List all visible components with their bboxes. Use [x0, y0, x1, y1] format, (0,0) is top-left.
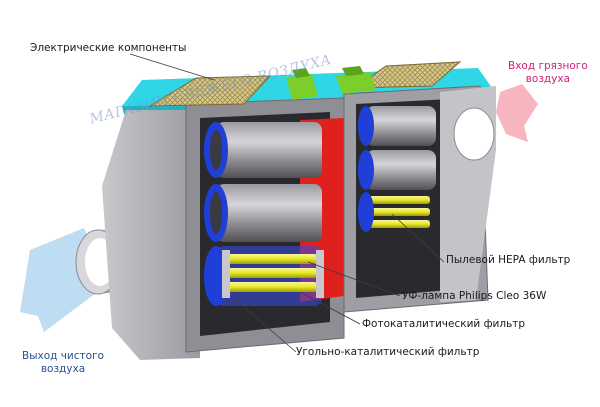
label-hepa-filter: Пылевой HEPA фильтр	[446, 254, 571, 266]
left-uv-assembly	[204, 246, 324, 306]
left-casing	[102, 110, 200, 360]
green-electrical-unit-2	[336, 66, 376, 94]
label-electrical-components: Электрические компоненты	[30, 42, 187, 54]
label-clean-air-outlet: Выход чистого воздуха	[22, 350, 105, 375]
label-uv-lamp: УФ-лампа Philips Cleo 36W	[402, 290, 547, 302]
right-uv-assembly	[358, 192, 430, 232]
left-cylinder-middle	[204, 184, 322, 242]
right-cylinder-top	[358, 106, 436, 146]
label-photocatalytic-filter: Фотокаталитический фильтр	[362, 318, 526, 330]
left-cylinder-top	[204, 122, 322, 178]
electrical-grid-right	[352, 61, 462, 89]
inlet-opening	[453, 107, 495, 161]
inlet-arrow	[496, 84, 538, 142]
green-electrical-unit-1	[286, 68, 318, 100]
label-carbon-catalytic-filter: Угольно-каталитический фильтр	[296, 346, 480, 358]
electrical-grid-left	[148, 75, 272, 107]
label-dirty-air-inlet: Вход грязного воздуха	[508, 60, 588, 85]
right-cylinder-middle	[358, 150, 436, 190]
leader-lines	[129, 53, 445, 353]
